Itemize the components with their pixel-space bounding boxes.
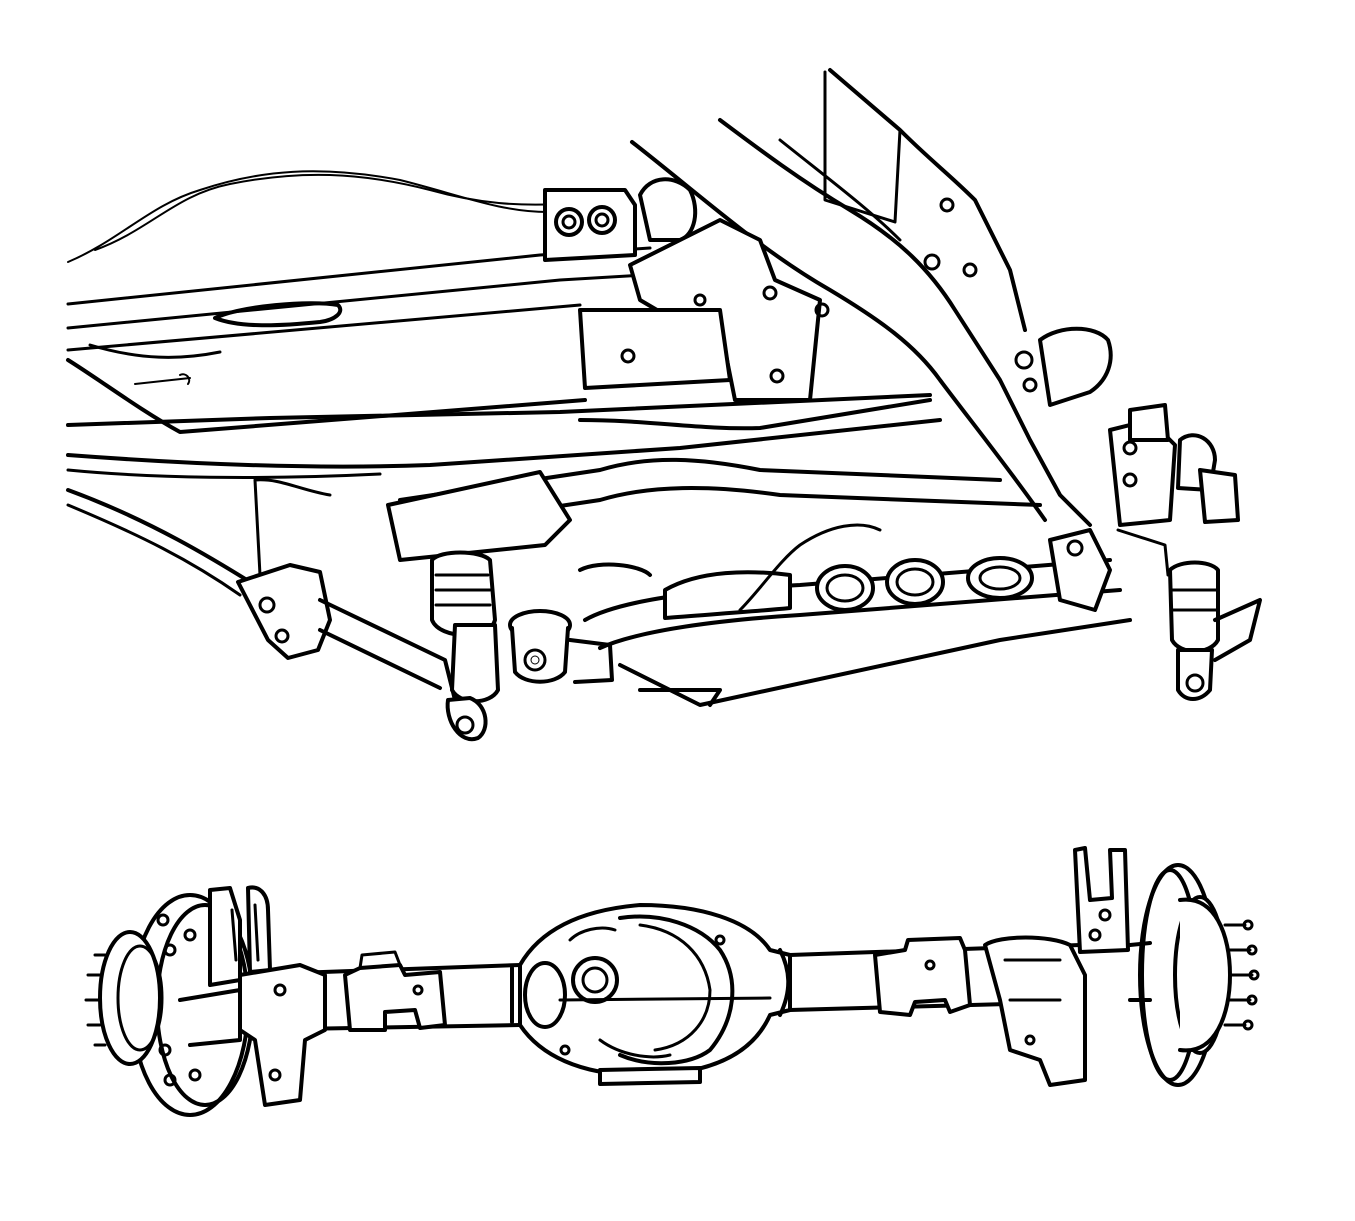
shackle-hanger [543,177,698,262]
shock-absorber-left [430,550,500,742]
frame-suspension-view [66,68,1262,742]
brake-rotor-right [1128,863,1260,1087]
spring-bracket [578,218,830,402]
crossmember [386,398,1042,562]
track-bar [578,523,1122,650]
frame-rail-left [66,246,652,434]
rear-axle-view [84,846,1260,1117]
lower-rail [618,618,1132,707]
rocker-panel [66,393,942,597]
shock-mount-left [343,950,447,1032]
brake-cable [67,170,561,263]
spring-perch-left [208,885,327,1107]
shock-mount-right [873,936,972,1017]
jounce-bumper [508,609,614,684]
shackle-right [1038,326,1177,612]
frame-rail-right [630,68,1092,527]
shock-absorber-right [1116,403,1262,701]
differential-housing [510,903,792,1086]
spring-perch-right [983,846,1130,1087]
